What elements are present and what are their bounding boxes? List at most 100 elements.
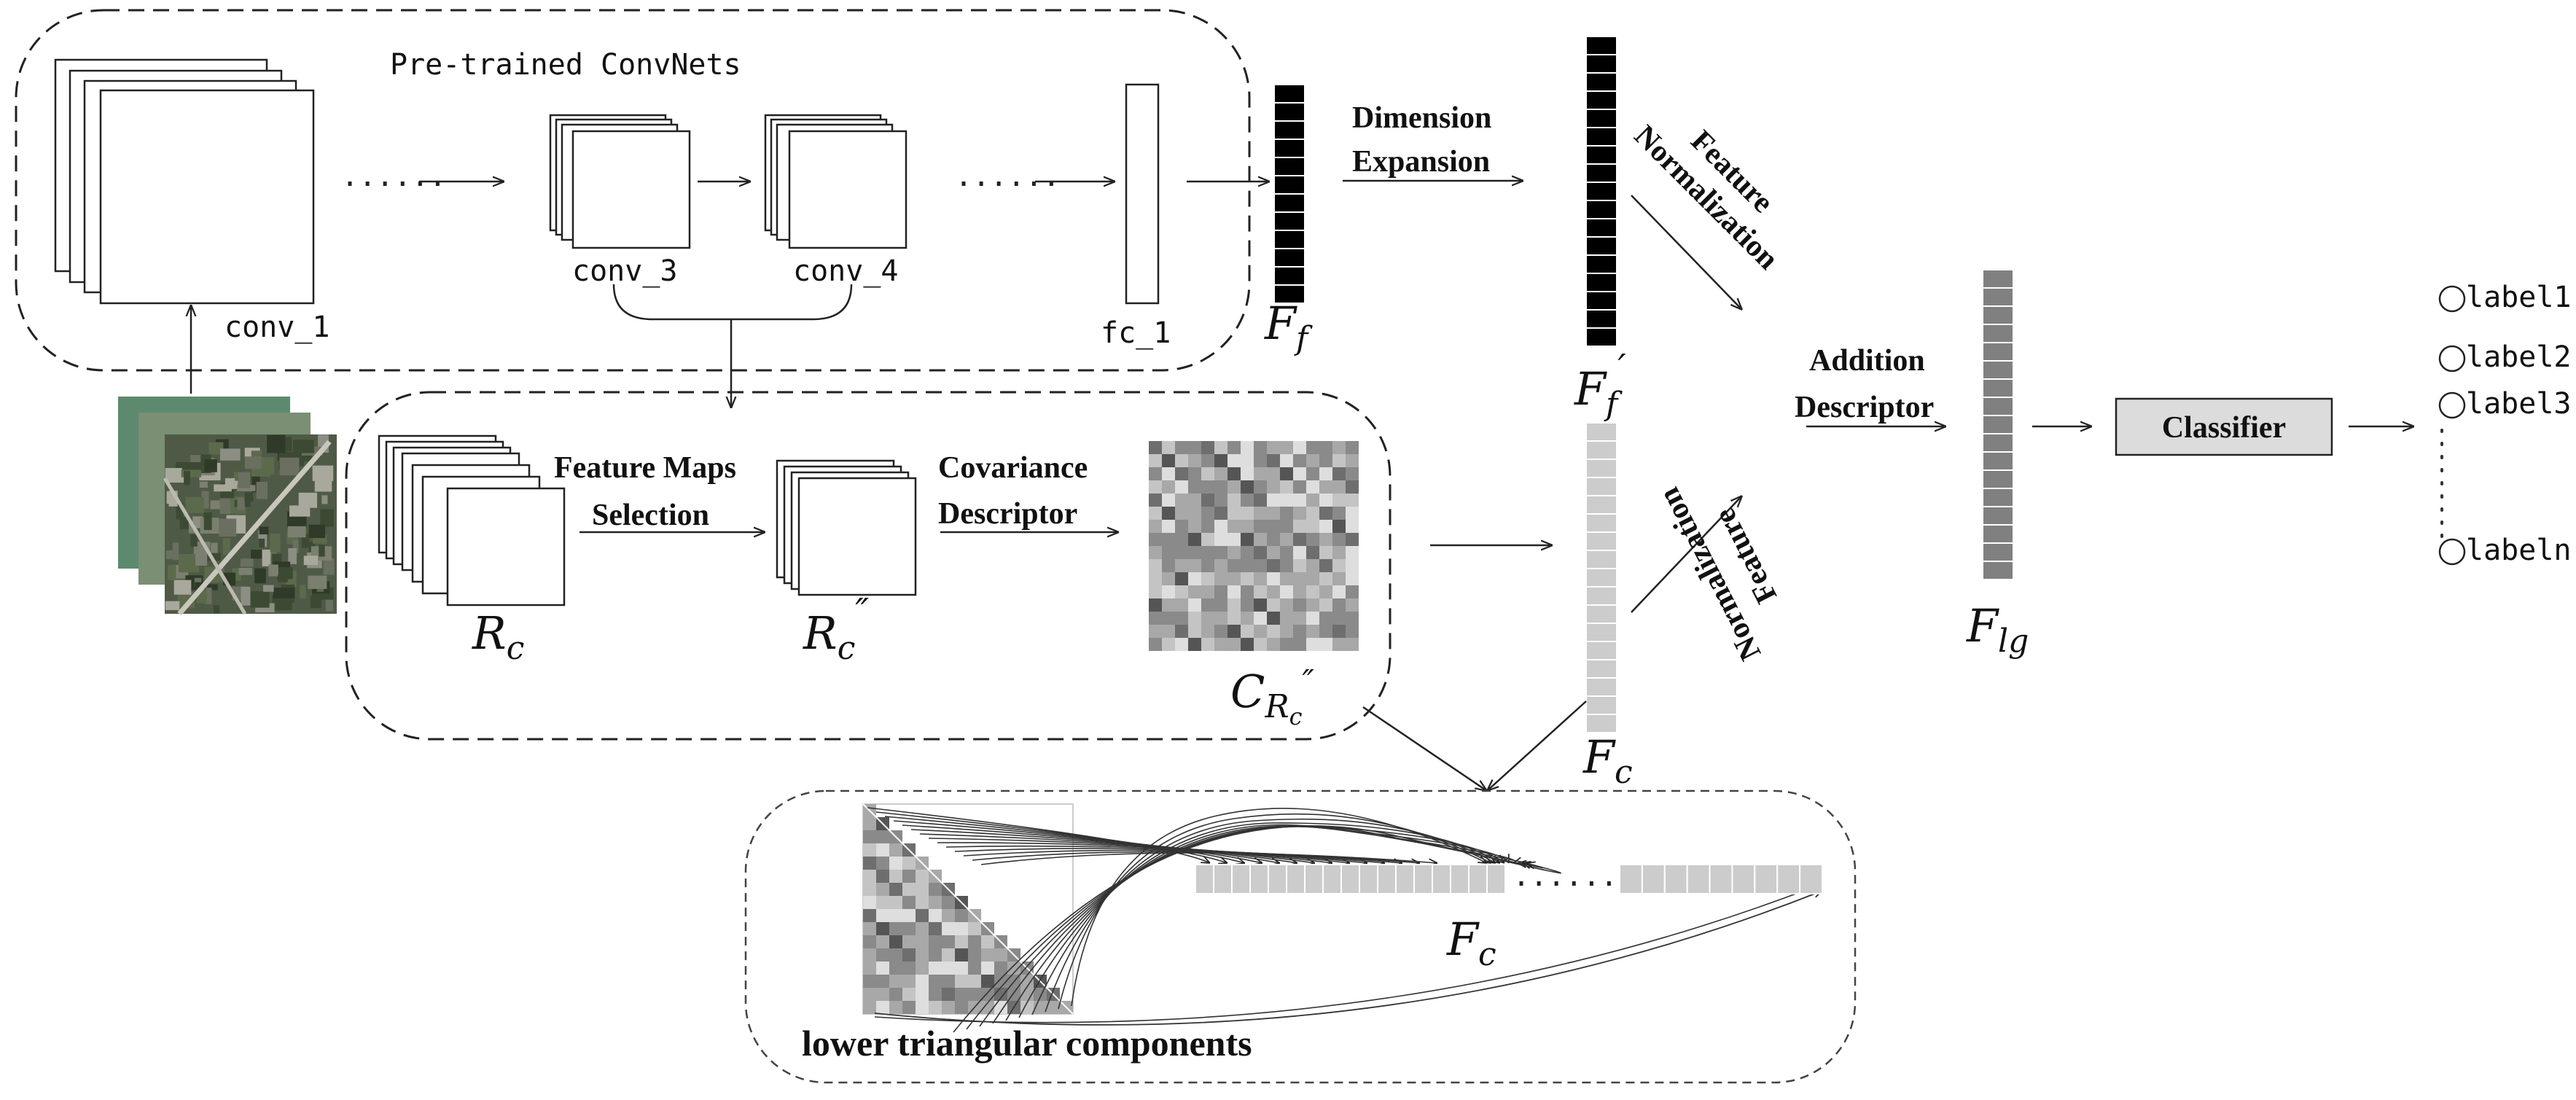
covariance-cell <box>1267 585 1280 598</box>
triangular-cell <box>929 935 942 948</box>
covariance-cell <box>1254 494 1267 507</box>
covariance-cell <box>1227 598 1241 612</box>
label1-text: label1 <box>2466 281 2572 314</box>
fc-cell <box>1585 659 1617 679</box>
triangular-cell <box>889 870 902 883</box>
triangular-cell <box>955 961 968 975</box>
triangular-cell <box>929 883 942 896</box>
covariance-cell <box>1267 598 1280 612</box>
covariance-cell <box>1201 467 1214 480</box>
aerial-texture <box>303 555 319 566</box>
ff-prime-cell <box>1585 36 1617 55</box>
triangular-cell <box>981 935 994 948</box>
ff-cell <box>1273 266 1305 286</box>
ff-cell <box>1273 139 1305 158</box>
triangular-cell <box>916 870 929 883</box>
covariance-cell <box>1241 467 1254 480</box>
triangular-cell <box>863 1001 876 1014</box>
classifier-label: Classifier <box>2162 411 2286 445</box>
covariance-cell <box>1201 441 1214 454</box>
covariance-cell <box>1241 572 1254 585</box>
covariance-cell <box>1214 598 1227 612</box>
triangular-cell <box>863 948 876 961</box>
covariance-cell <box>1280 441 1293 454</box>
covariance-cell <box>1149 546 1162 559</box>
fc-cell <box>1585 695 1617 715</box>
ff-cell <box>1273 284 1305 304</box>
aerial-texture <box>241 586 251 606</box>
covariance-cell <box>1319 612 1332 625</box>
covariance-cell <box>1188 454 1201 467</box>
covariance-cell <box>1319 572 1332 585</box>
covariance-cell <box>1149 585 1162 598</box>
covariance-cell <box>1293 638 1306 651</box>
triangular-cell <box>889 948 902 961</box>
covariance-cell <box>1149 480 1162 494</box>
covariance-cell <box>1201 598 1214 612</box>
covariance-cell <box>1241 480 1254 494</box>
covariance-cell <box>1319 546 1332 559</box>
flg-cell <box>1982 469 2014 489</box>
covariance-cell <box>1175 441 1188 454</box>
fc-flat-cell <box>1432 864 1451 894</box>
fc-flat-cell <box>1731 864 1756 894</box>
triangular-cell <box>942 922 955 935</box>
triangular-cell <box>876 909 889 922</box>
triangular-cell <box>981 961 994 975</box>
covariance-cell <box>1188 441 1201 454</box>
flg-label: Flg <box>1966 599 2029 660</box>
covariance-cell <box>1227 480 1241 494</box>
flg-cell <box>1982 342 2014 362</box>
ff-prime-cell <box>1585 309 1617 329</box>
fc-flattened-vector-part2 <box>1619 864 1823 894</box>
triangular-cell <box>889 935 902 948</box>
ff-cell <box>1273 248 1305 268</box>
covariance-cell <box>1346 467 1359 480</box>
covariance-cell <box>1149 520 1162 533</box>
covariance-cell <box>1306 625 1319 638</box>
fc-flat-cell <box>1754 864 1779 894</box>
conv4-stack <box>764 114 908 249</box>
covariance-cell <box>1149 494 1162 507</box>
covariance-cell <box>1214 454 1227 467</box>
covariance-cell <box>1214 585 1227 598</box>
covariance-cell <box>1280 638 1293 651</box>
triangular-cell <box>863 830 876 843</box>
covariance-cell <box>1346 585 1359 598</box>
triangular-cell <box>916 988 929 1001</box>
fc1-label: fc_1 <box>1101 316 1171 350</box>
label3-radio <box>2438 391 2466 419</box>
flg-cell <box>1982 433 2014 453</box>
covariance-cell <box>1201 507 1214 520</box>
rc-label: Rc <box>472 606 524 667</box>
lower-triangular-title: lower triangular components <box>802 1023 1252 1064</box>
ff-prime-cell <box>1585 163 1617 183</box>
flg-cell <box>1982 488 2014 507</box>
covariance-cell <box>1175 467 1188 480</box>
pretrained-convnets-title: Pre-trained ConvNets <box>390 48 741 82</box>
covariance-cell <box>1201 585 1214 598</box>
aerial-texture <box>323 558 335 575</box>
triangular-cell <box>1034 988 1047 1001</box>
fc-flat-cell <box>1663 864 1688 894</box>
covariance-cell <box>1227 612 1241 625</box>
triangular-cell <box>876 896 889 909</box>
covariance-cell <box>1293 585 1306 598</box>
covariance-cell <box>1175 559 1188 572</box>
triangular-cell <box>876 922 889 935</box>
triangular-cell <box>889 883 902 896</box>
covariance-cell <box>1162 480 1175 494</box>
fc-cell <box>1585 604 1617 624</box>
covariance-cell <box>1346 520 1359 533</box>
covariance-cell <box>1175 585 1188 598</box>
covariance-cell <box>1293 546 1306 559</box>
covariance-cell <box>1201 559 1214 572</box>
aerial-texture <box>195 552 208 566</box>
label3-text: label3 <box>2466 387 2572 421</box>
covariance-cell <box>1214 572 1227 585</box>
covariance-cell <box>1319 467 1332 480</box>
fc-cell <box>1585 677 1617 697</box>
covariance-cell <box>1201 454 1214 467</box>
triangular-cell <box>994 1001 1007 1014</box>
